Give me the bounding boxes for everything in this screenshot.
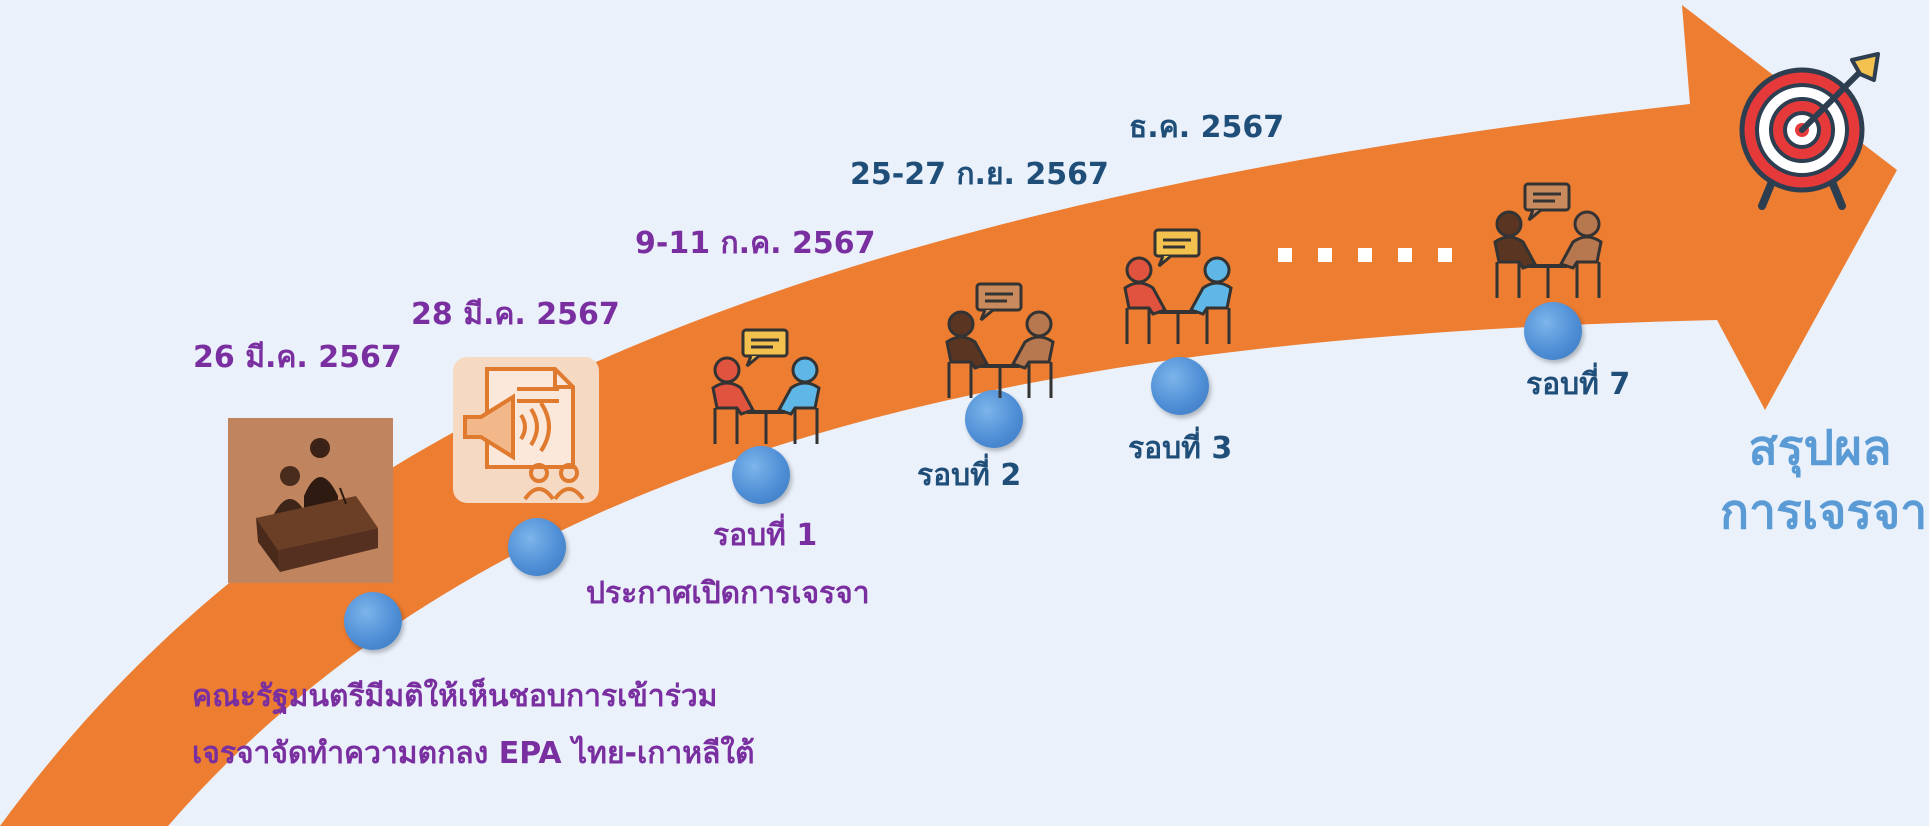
- target-bullseye-icon: [1739, 52, 1880, 210]
- arrow-body: [0, 5, 1897, 826]
- date-announce: 28 มี.ค. 2567: [411, 297, 620, 332]
- negotiation-meeting-icon: [711, 328, 821, 444]
- date-round2: 25-27 ก.ย. 2567: [850, 157, 1109, 192]
- conclusion-line1: สรุปผล: [1748, 420, 1892, 476]
- conclusion-line2: การเจรจา: [1720, 484, 1928, 540]
- announcement-megaphone-icon: [453, 357, 599, 503]
- desc-cabinet: คณะรัฐมนตรีมีมติให้เห็นชอบการเข้าร่วม เจ…: [192, 668, 755, 782]
- negotiation-meeting-icon: [1123, 228, 1233, 344]
- label-round2: รอบที่ 2: [917, 458, 1022, 493]
- desc-announce: ประกาศเปิดการเจรจา: [586, 576, 870, 611]
- milestone-dot-round1: [732, 446, 790, 504]
- milestone-dot-round2: [965, 390, 1023, 448]
- desc-cabinet-line1: คณะรัฐมนตรีมีมติให้เห็นชอบการเข้าร่วม: [192, 679, 718, 714]
- date-round1: 9-11 ก.ค. 2567: [635, 226, 876, 261]
- milestone-dot-round7: [1524, 302, 1582, 360]
- label-round7: รอบที่ 7: [1526, 367, 1631, 402]
- ellipsis-separator: [1278, 248, 1452, 262]
- date-cabinet: 26 มี.ค. 2567: [193, 340, 402, 375]
- milestone-dot-announce: [508, 518, 566, 576]
- date-round3: ธ.ค. 2567: [1129, 110, 1285, 145]
- milestone-dot-round3: [1151, 357, 1209, 415]
- label-round3: รอบที่ 3: [1128, 431, 1233, 466]
- negotiation-meeting-icon: [1493, 182, 1603, 298]
- negotiation-meeting-icon: [945, 282, 1055, 398]
- cabinet-meeting-photo: [228, 418, 393, 583]
- desc-cabinet-line2: เจรจาจัดทำความตกลง EPA ไทย-เกาหลีใต้: [192, 736, 755, 771]
- milestone-dot-cabinet: [344, 592, 402, 650]
- conclusion-label: สรุปผล การเจรจา: [1720, 416, 1928, 544]
- label-round1: รอบที่ 1: [713, 518, 818, 553]
